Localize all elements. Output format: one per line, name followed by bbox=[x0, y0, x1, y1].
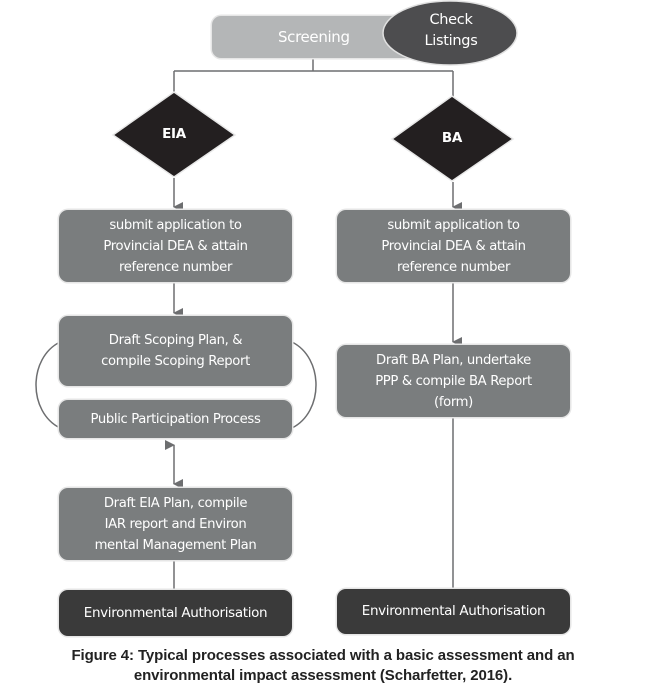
loop-arc-left bbox=[35, 341, 61, 429]
connectors-layer bbox=[35, 58, 515, 590]
step-text-line: IAR report and Environ bbox=[104, 516, 247, 532]
step-text-line: Provincial DEA & attain bbox=[103, 238, 248, 254]
ba-step-draft-ba-plan: Draft BA Plan, undertake PPP & compile B… bbox=[337, 345, 570, 417]
step-text-line: (form) bbox=[434, 394, 473, 410]
eia-step-public-participation: Public Participation Process bbox=[59, 400, 292, 438]
step-text-line: Draft Scoping Plan, & bbox=[108, 333, 243, 348]
step-text-line: compile Scoping Report bbox=[101, 354, 250, 369]
step-text-line: submit application to bbox=[387, 217, 520, 233]
caption-line: environmental impact assessment (Scharfe… bbox=[133, 667, 513, 684]
check-listings-line: Listings bbox=[424, 33, 478, 49]
caption-line: Figure 4: Typical processes associated w… bbox=[71, 647, 575, 664]
step-text-line: reference number bbox=[396, 259, 511, 275]
check-listings-line: Check bbox=[429, 12, 473, 28]
check-listings-label: Check Listings bbox=[390, 10, 512, 52]
ba-decision-label: BA bbox=[441, 130, 463, 146]
eia-outcome-environmental-authorisation: Environmental Authorisation bbox=[59, 590, 292, 636]
eia-step-submit-application: submit application to Provincial DEA & a… bbox=[59, 210, 292, 282]
ba-outcome-environmental-authorisation: Environmental Authorisation bbox=[337, 589, 570, 634]
step-text-line: PPP & compile BA Report bbox=[375, 373, 532, 389]
step-text-line: submit application to bbox=[109, 217, 242, 233]
step-text-line: Draft EIA Plan, compile bbox=[103, 495, 248, 511]
outcome-label: Environmental Authorisation bbox=[361, 603, 546, 619]
step-text-line: mental Management Plan bbox=[94, 537, 257, 553]
screening-label: Screening bbox=[278, 27, 350, 46]
eia-decision-diamond bbox=[111, 91, 237, 178]
check-listings-ellipse bbox=[382, 0, 518, 66]
ba-step-submit-application: submit application to Provincial DEA & a… bbox=[337, 210, 570, 282]
outcome-label: Environmental Authorisation bbox=[83, 604, 268, 621]
ba-decision-diamond bbox=[390, 95, 515, 182]
eia-step-draft-eia-plan: Draft EIA Plan, compile IAR report and E… bbox=[59, 488, 292, 560]
check-listings-ellipse-layer bbox=[382, 0, 518, 66]
step-text-line: Public Participation Process bbox=[90, 411, 261, 427]
eia-step-scoping: Draft Scoping Plan, & compile Scoping Re… bbox=[59, 316, 292, 386]
loop-arc-right bbox=[291, 341, 317, 429]
step-text-line: Draft BA Plan, undertake bbox=[376, 352, 531, 368]
figure-caption: Figure 4: Typical processes associated w… bbox=[0, 646, 646, 686]
flowchart: Screening Check Listings EIA BA submit a… bbox=[35, 0, 570, 636]
eia-decision-label: EIA bbox=[162, 126, 186, 142]
step-text-line: Provincial DEA & attain bbox=[381, 238, 526, 254]
step-text-line: reference number bbox=[118, 259, 233, 275]
